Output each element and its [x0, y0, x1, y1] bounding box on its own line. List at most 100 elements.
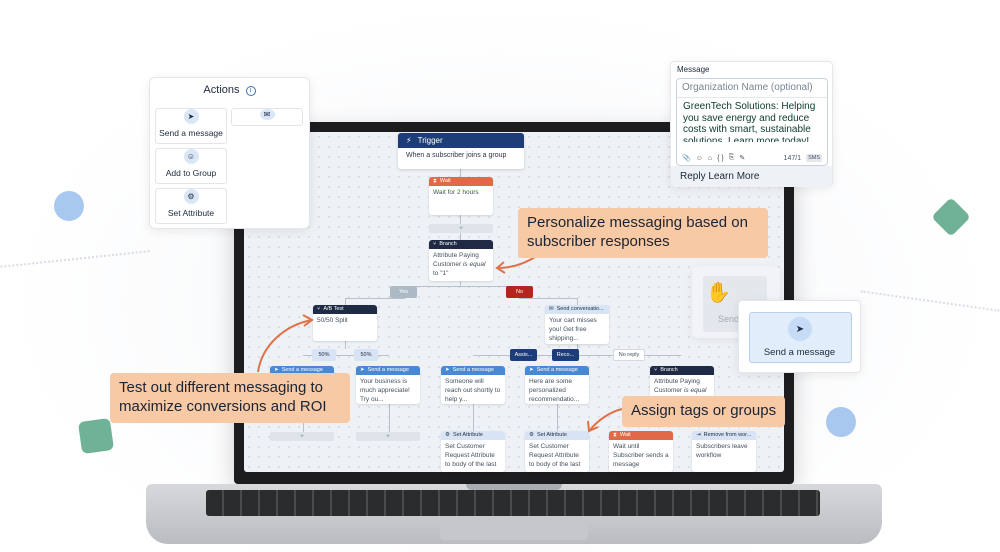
- callout-personalize: Personalize messaging based on subscribe…: [518, 208, 768, 258]
- send-message-node[interactable]: ➤Send a message Your business is much ap…: [356, 366, 420, 404]
- send-icon: ➤: [529, 366, 534, 373]
- message-editor[interactable]: Organization Name (optional) GreenTech S…: [676, 78, 828, 166]
- branch-title: Branch: [660, 366, 678, 373]
- yes-path-label[interactable]: Yes: [390, 286, 417, 298]
- ab-test-description: 50/50 Split: [317, 317, 348, 324]
- action-send-message[interactable]: ➤ Send a message: [155, 108, 227, 144]
- branch-title: Branch: [439, 240, 457, 247]
- split-b-label[interactable]: 50%: [354, 349, 378, 361]
- action-set-attribute[interactable]: ⚙ Set Attribute: [155, 188, 227, 224]
- action-add-to-group[interactable]: ☺ Add to Group: [155, 148, 227, 184]
- add-step-button[interactable]: +: [429, 224, 493, 233]
- send-icon: ➤: [183, 109, 199, 124]
- wait-description: Wait for 2 hours: [433, 189, 479, 196]
- set-attribute-node[interactable]: ⚙Set Attribute Set Customer Request Attr…: [441, 431, 505, 472]
- wait-description: Wait until Subscriber sends a message: [613, 443, 669, 468]
- no-reply-path-label[interactable]: No reply: [613, 349, 645, 361]
- hand-cursor-icon: ✋: [706, 282, 731, 304]
- connector: [389, 404, 390, 432]
- decor-dotted-line-left: [0, 250, 150, 268]
- branch-description: Attribute Paying Customer is equal: [650, 375, 714, 399]
- character-count: 147/1: [783, 154, 802, 162]
- connector: [577, 298, 578, 305]
- branch-description: Attribute Paying Customer is equal to "1…: [429, 249, 493, 281]
- message-preview-footer: Reply Learn More: [671, 166, 832, 187]
- connector: [403, 286, 519, 287]
- branch-attr: Attribute Paying Customer: [433, 252, 479, 268]
- decor-dotted-line-right: [860, 290, 1000, 312]
- laptop-hinge-notch: [466, 484, 562, 490]
- set-attribute-title: Set Attribute: [452, 431, 483, 438]
- actions-title: Actions: [203, 84, 240, 96]
- split-a-label[interactable]: 50%: [312, 349, 336, 361]
- ab-test-node[interactable]: ⑂A/B Test 50/50 Split: [313, 305, 377, 341]
- send-message-title: Send a message: [536, 366, 578, 373]
- trigger-node[interactable]: ⚡Trigger When a subscriber joins a group: [398, 133, 524, 169]
- info-icon[interactable]: i: [245, 86, 256, 96]
- send-message-node[interactable]: ➤Send a message Here are some personaliz…: [525, 366, 589, 404]
- remove-from-workflow-node[interactable]: ⇥Remove from wor... Subscribers leave wo…: [692, 431, 756, 472]
- send-message-title: Send a message: [367, 366, 409, 373]
- decor-circle-right: [826, 407, 856, 437]
- magic-icon[interactable]: ✎: [739, 155, 746, 162]
- variable-icon[interactable]: { }: [717, 154, 724, 162]
- action-send-conversation[interactable]: ✉: [231, 108, 303, 126]
- connector: [473, 404, 474, 432]
- copy-icon[interactable]: ⎘: [728, 154, 735, 161]
- send-icon: ➤: [445, 366, 450, 373]
- user-tag-icon: ⚙: [183, 189, 199, 204]
- branch-icon: ⑂: [433, 240, 437, 247]
- attachment-icon[interactable]: 📎: [682, 155, 691, 162]
- branch-node[interactable]: ⑂Branch Attribute Paying Customer is equ…: [429, 240, 493, 281]
- send-message-card[interactable]: ➤ Send a message: [738, 300, 861, 373]
- connector: [345, 298, 405, 299]
- connector: [345, 298, 346, 305]
- branch-attr: Attribute Paying Customer: [654, 378, 700, 394]
- branch-icon: ⑂: [654, 366, 658, 373]
- message-panel: Message Organization Name (optional) Gre…: [670, 61, 833, 187]
- actions-header: Actions i: [150, 84, 309, 96]
- no-path-label[interactable]: No: [506, 286, 533, 298]
- connector: [303, 355, 389, 356]
- send-icon: ➤: [788, 317, 812, 341]
- send-conversation-node[interactable]: ✉Send conversatio... Your cart misses yo…: [545, 305, 609, 344]
- chat-icon: ✉: [259, 109, 275, 120]
- send-conversation-title: Send conversatio...: [556, 305, 604, 312]
- add-step-button[interactable]: +: [356, 432, 420, 441]
- remove-description: Subscribers leave workflow: [696, 443, 748, 459]
- decor-circle-left: [54, 191, 84, 221]
- wait-node[interactable]: ⧗Wait Wait until Subscriber sends a mess…: [609, 431, 673, 472]
- ghost-send-label: Send: [718, 314, 740, 324]
- trigger-title: Trigger: [417, 136, 443, 145]
- message-label: Message: [677, 65, 710, 74]
- split-icon: ⑂: [317, 305, 321, 312]
- add-step-button[interactable]: +: [270, 432, 334, 441]
- action-label: Set Attribute: [167, 208, 215, 218]
- send-message-label: Send a message: [763, 347, 836, 358]
- assist-path-label[interactable]: Assis...: [510, 349, 537, 361]
- decor-diamond-right: [931, 197, 971, 237]
- set-attribute-node[interactable]: ⚙Set Attribute Set Customer Request Attr…: [525, 431, 589, 472]
- tag-icon[interactable]: ⌂: [707, 154, 713, 162]
- wait-node[interactable]: ⧗Wait Wait for 2 hours: [429, 177, 493, 215]
- trigger-icon: ⚡: [406, 136, 412, 145]
- ab-test-title: A/B Test: [323, 305, 344, 312]
- recommend-path-label[interactable]: Reco...: [552, 349, 579, 361]
- connector: [460, 281, 461, 286]
- set-attribute-description: Set Customer Request Attribute to body o…: [529, 443, 581, 468]
- send-message-node[interactable]: ➤Send a message Someone will reach out s…: [441, 366, 505, 404]
- clock-icon: ⧗: [433, 177, 437, 184]
- organization-name-input[interactable]: Organization Name (optional): [677, 79, 827, 98]
- send-message-title: Send a message: [452, 366, 494, 373]
- branch-operator: is equal: [683, 386, 707, 394]
- emoji-icon[interactable]: ☺: [695, 154, 703, 162]
- connector: [577, 344, 578, 349]
- send-message-description: Your business is much appreciate! Try ou…: [360, 378, 410, 403]
- message-body[interactable]: GreenTech Solutions: Helping you save en…: [683, 101, 816, 142]
- set-attribute-description: Set Customer Request Attribute to body o…: [445, 443, 497, 468]
- chat-icon: ✉: [549, 305, 554, 312]
- wait-title: Wait: [439, 177, 451, 184]
- action-label: Add to Group: [165, 168, 217, 178]
- remove-title: Remove from wor...: [703, 431, 752, 438]
- connector: [557, 404, 558, 432]
